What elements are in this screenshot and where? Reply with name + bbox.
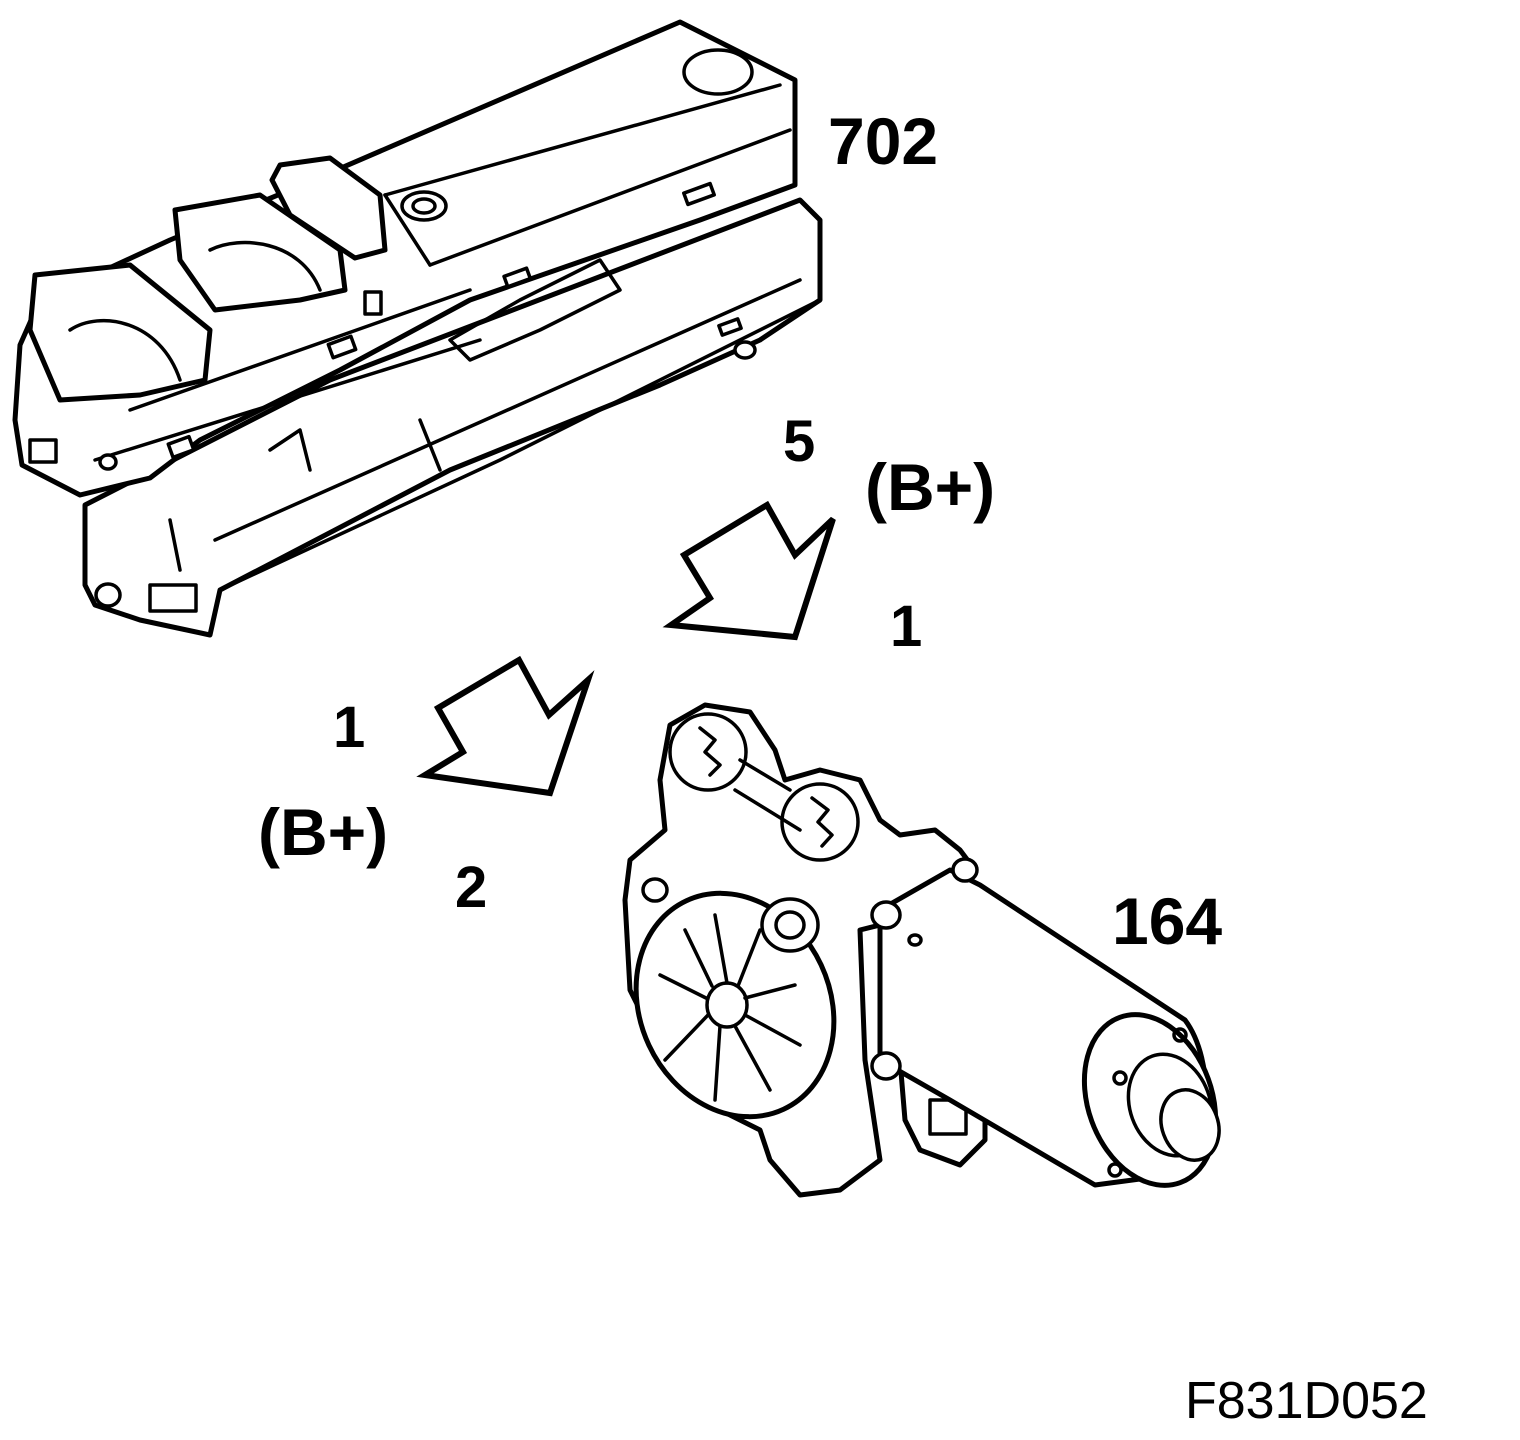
- upper-pin-from: 5: [783, 409, 815, 474]
- lower-supply-label: (B+): [258, 795, 388, 869]
- switch-panel-number: 702: [828, 104, 938, 178]
- upper-supply-label: (B+): [865, 450, 995, 524]
- arrow-upper: [662, 500, 836, 641]
- arrow-lower: [416, 655, 595, 797]
- window-lift-motor: [622, 702, 1221, 1198]
- motor-number: 164: [1112, 884, 1222, 958]
- lower-pin-to: 2: [455, 855, 487, 920]
- lower-pin-from: 1: [333, 695, 365, 760]
- gear-spokes: [658, 913, 802, 1102]
- figure-code: F831D052: [1185, 1372, 1428, 1430]
- upper-pin-to: 1: [890, 594, 922, 659]
- window-switch-panel: [12, 19, 823, 638]
